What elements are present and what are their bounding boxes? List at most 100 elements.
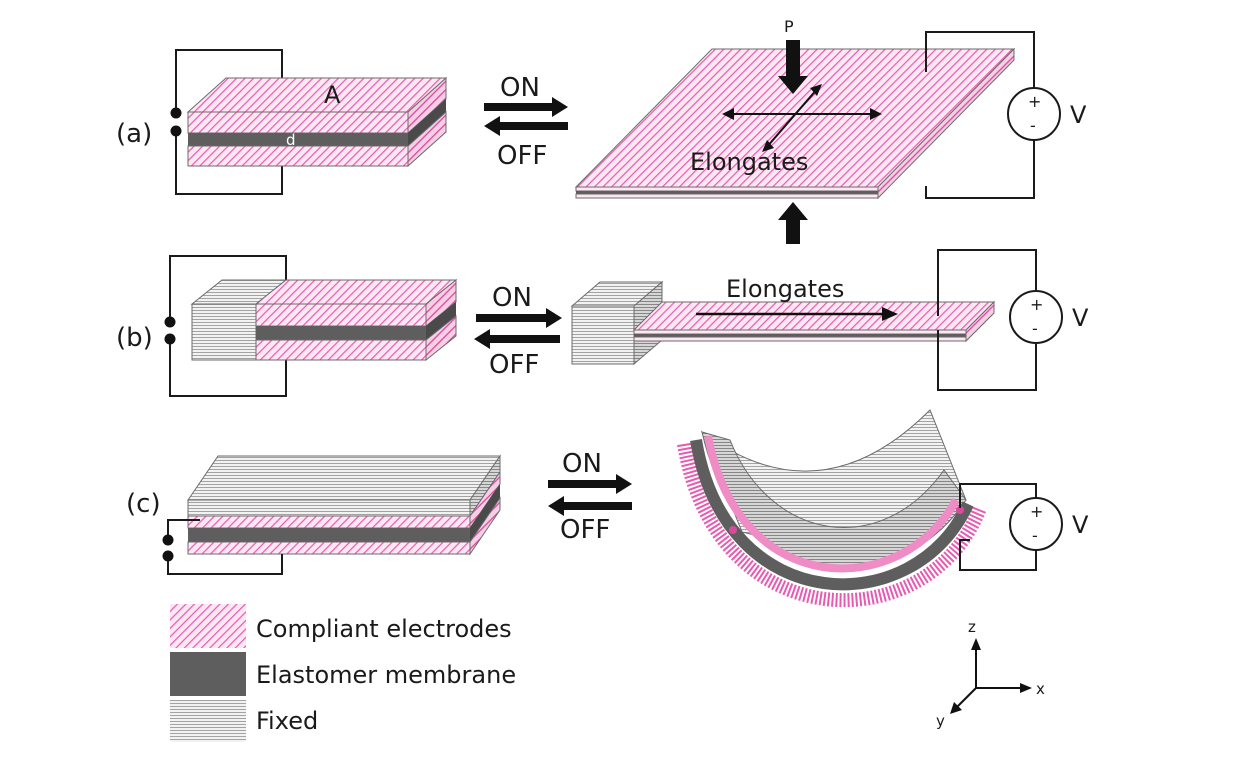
elongated-bottom-electrode xyxy=(633,336,967,342)
arrowhead-right xyxy=(870,108,882,120)
plus-sign: + xyxy=(1030,295,1043,314)
z-arrowhead xyxy=(971,638,981,650)
wire-bottom xyxy=(937,330,1037,391)
legend-label-electrode: Compliant electrodes xyxy=(256,615,512,643)
contact-point xyxy=(729,526,737,534)
arrowhead-right xyxy=(882,307,898,321)
legend: Compliant electrodes Elastomer membrane … xyxy=(170,604,516,742)
panel-a: (a) A d ON OFF P xyxy=(116,17,1087,244)
panel-b-label: (b) xyxy=(116,323,153,353)
voltage-label: V xyxy=(1072,511,1089,539)
top-electrode xyxy=(255,303,427,327)
arrowhead-up xyxy=(810,84,822,96)
elongates-label: Elongates xyxy=(726,275,844,303)
arrowhead-left xyxy=(722,108,734,120)
wire-bottom xyxy=(169,340,287,397)
terminal-dot xyxy=(162,534,174,546)
top-electrode xyxy=(187,111,409,134)
side-face xyxy=(407,110,447,168)
bent-elastomer xyxy=(690,439,974,591)
top-electrode-face xyxy=(254,279,458,305)
expansion-axis xyxy=(765,87,819,149)
bottom-electrode xyxy=(187,541,471,555)
wire-bottom xyxy=(167,554,283,575)
x-arrowhead xyxy=(1020,683,1032,693)
panel-a-label: (a) xyxy=(116,119,152,149)
legend-label-fixed: Fixed xyxy=(256,707,318,735)
elastomer-membrane xyxy=(256,326,426,340)
off-label: OFF xyxy=(497,141,547,171)
minus-sign: - xyxy=(1032,526,1038,545)
coordinate-axes: z x y xyxy=(936,618,1045,730)
side-elastomer xyxy=(470,484,500,542)
elongates-label: Elongates xyxy=(690,148,808,176)
pressure-arrow-up xyxy=(778,202,808,244)
elastomer-membrane xyxy=(188,133,408,146)
on-label: ON xyxy=(492,283,532,313)
y-axis xyxy=(955,687,977,709)
legend-swatch-electrode xyxy=(170,604,246,648)
bottom-electrode xyxy=(187,145,409,167)
wire-top xyxy=(169,255,287,320)
arrowhead-down xyxy=(762,140,774,152)
thickness-label: d xyxy=(286,131,296,149)
terminal-dot xyxy=(164,333,176,345)
pressure-label: P xyxy=(784,17,794,36)
wire-bottom xyxy=(925,140,1035,199)
wire-top xyxy=(959,483,1037,508)
expanded-bottom-electrode xyxy=(575,193,879,199)
off-arrow xyxy=(548,496,632,516)
elongated-side xyxy=(965,300,995,343)
panel-b: (b) ON OFF Elongates xyxy=(116,249,1089,397)
expanded-side xyxy=(877,47,1015,200)
x-label: x xyxy=(1036,680,1045,698)
side-face xyxy=(425,314,457,362)
elastomer-membrane xyxy=(188,528,470,542)
off-arrow xyxy=(484,116,568,136)
on-label: ON xyxy=(500,73,540,103)
contact-point xyxy=(956,506,964,514)
fixed-block xyxy=(191,303,257,361)
minus-sign: - xyxy=(1030,116,1036,135)
minus-sign: - xyxy=(1032,319,1038,338)
off-label: OFF xyxy=(489,350,539,380)
voltage-source xyxy=(1007,87,1061,141)
area-label: A xyxy=(324,81,341,109)
terminal-dot xyxy=(164,316,176,328)
wire-bottom xyxy=(175,132,283,195)
on-arrow xyxy=(484,97,568,117)
terminal-dot xyxy=(162,550,174,562)
on-arrow xyxy=(548,474,632,494)
voltage-label: V xyxy=(1072,304,1089,332)
side-face xyxy=(469,496,501,556)
fixed-layer-top xyxy=(187,455,501,501)
wire-top xyxy=(175,49,283,110)
fixed-block xyxy=(571,305,635,365)
off-arrow xyxy=(474,329,560,349)
voltage-source xyxy=(1009,497,1063,551)
side-elastomer xyxy=(408,99,446,146)
wire-top xyxy=(937,249,1037,316)
legend-swatch-fixed xyxy=(170,700,246,742)
terminal-dot xyxy=(170,107,182,119)
wire-top xyxy=(167,519,200,540)
off-label: OFF xyxy=(560,515,610,545)
expanded-top-electrode xyxy=(575,186,879,192)
on-label: ON xyxy=(562,449,602,479)
elongated-electrode-face xyxy=(632,301,996,331)
y-arrowhead xyxy=(950,702,962,714)
pressure-arrow-down xyxy=(778,40,808,94)
on-arrow xyxy=(476,308,562,328)
voltage-source xyxy=(1009,290,1063,344)
elongated-top-electrode xyxy=(633,329,967,335)
terminal-dot xyxy=(170,125,182,137)
side-elastomer xyxy=(426,302,456,340)
legend-label-elastomer: Elastomer membrane xyxy=(256,661,516,689)
fixed-layer xyxy=(187,499,471,517)
plus-sign: + xyxy=(1030,502,1043,521)
top-electrode-face xyxy=(186,77,448,113)
bent-inner-electrode xyxy=(704,435,960,573)
y-label: y xyxy=(936,712,945,730)
